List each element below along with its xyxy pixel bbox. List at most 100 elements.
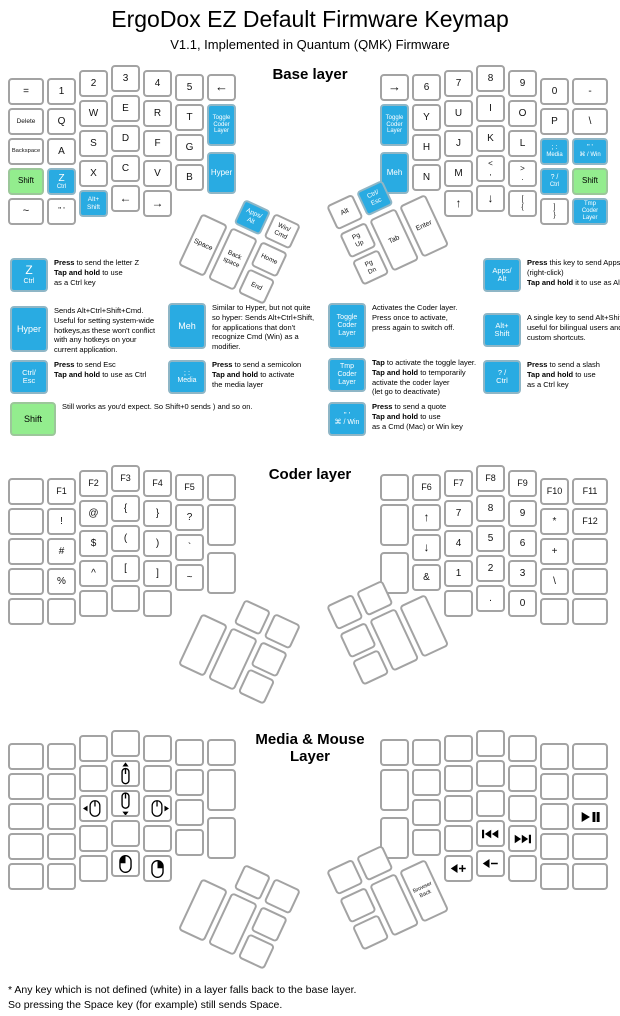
key-label: Coder xyxy=(213,121,230,128)
key-label: ? / xyxy=(550,174,559,182)
key-label: S xyxy=(90,137,97,149)
key-label: ; : xyxy=(183,367,191,377)
key-label: Ctrl/ xyxy=(22,367,36,377)
key-label: Esc xyxy=(22,376,36,385)
coder-key-L-r3-c2: ^ xyxy=(79,560,108,587)
coder-key-L-r2-c2: $ xyxy=(79,530,108,557)
footnote-line-1: * Any key which is not defined (white) i… xyxy=(8,984,357,996)
key-label: ↓ xyxy=(423,539,430,554)
key-label: 4 xyxy=(455,537,462,549)
coder-key-L-r0-c6 xyxy=(207,474,236,501)
prev-track-icon xyxy=(482,828,499,840)
key-label: Hyper xyxy=(16,323,41,334)
coder-key-R-r2-c3: 5 xyxy=(476,525,505,552)
key-label: H xyxy=(422,141,431,153)
media-key-R-r3-c3 xyxy=(476,820,505,847)
coder-key-R-r2-c1: ↓ xyxy=(412,534,441,561)
key-label: Coder xyxy=(337,371,357,379)
key-label: F3 xyxy=(120,473,131,484)
base-key-R-r2-c1: H xyxy=(412,134,441,161)
key-label: ) xyxy=(155,537,160,549)
key-label: \ xyxy=(588,115,592,127)
key-label: 4 xyxy=(154,77,161,89)
coder-key-R-r0-c3: F8 xyxy=(476,465,505,492)
base-key-L-r2-c0: Backspace xyxy=(8,138,44,165)
base-key-L-r3-c5: B xyxy=(175,164,204,191)
key-label: { xyxy=(521,203,524,211)
coder-key-R-r3-c5: \ xyxy=(540,568,569,595)
base-key-R-r3-c4: >. xyxy=(508,160,537,187)
base-key-R-tall2: Meh xyxy=(380,152,409,194)
media-key-L-r1-c5 xyxy=(175,769,204,796)
coder-key-R-r2-c2: 4 xyxy=(444,530,473,557)
coder-key-R-r3-c4: 3 xyxy=(508,560,537,587)
legend-key: Apps/Alt xyxy=(483,258,521,292)
coder-key-R-r1-c3: 8 xyxy=(476,495,505,522)
key-label: F10 xyxy=(546,486,563,497)
key-label: N xyxy=(422,171,431,183)
key-label: = xyxy=(23,85,29,97)
coder-key-L-r0-c2: F2 xyxy=(79,470,108,497)
coder-key-L-r4-c2 xyxy=(79,590,108,617)
media-key-L-r4-c1 xyxy=(47,863,76,890)
coder-key-R-r1-c4: 9 xyxy=(508,500,537,527)
key-label: Apps/ xyxy=(492,265,512,275)
key-label: } xyxy=(155,507,160,519)
key-label: # xyxy=(58,545,65,557)
media-key-R-r1-c3 xyxy=(476,760,505,787)
media-layer-title: Media & Mouse Layer xyxy=(255,731,365,765)
base-key-R-r4-c5: ]} xyxy=(540,198,569,225)
key-label: Z xyxy=(58,172,65,184)
base-key-R-r3-c3: <, xyxy=(476,155,505,182)
key-label: ← xyxy=(215,79,228,95)
key-label: F6 xyxy=(421,482,432,493)
media-key-L-r2-c0 xyxy=(8,803,44,830)
coder-key-R-r4-c3: . xyxy=(476,585,505,612)
key-label: ? xyxy=(186,511,193,523)
legend-text: Press to send the letter Z Tap and hold … xyxy=(54,258,140,287)
media-key-L-r4-c2 xyxy=(79,855,108,882)
media-key-L-r1-c1 xyxy=(47,773,76,800)
key-label: Toggle xyxy=(385,114,404,121)
key-label: Layer xyxy=(338,378,356,386)
base-key-R-r2-c4: L xyxy=(508,130,537,157)
key-label: Meh xyxy=(386,167,403,177)
media-key-L-r3-c4 xyxy=(143,825,172,852)
coder-key-L-r2-c0 xyxy=(8,538,44,565)
page-subtitle: V1.1, Implemented in Quantum (QMK) Firmw… xyxy=(170,37,450,52)
coder-key-R-r4-c5 xyxy=(540,598,569,625)
media-key-L-r1-c4 xyxy=(143,765,172,792)
key-label: 5 xyxy=(186,81,193,93)
base-key-R-r2-c5: ; :Media xyxy=(540,138,569,165)
legend-text: Still works as you'd expect. So Shift+0 … xyxy=(62,402,253,411)
coder-key-L-r0-c1: F1 xyxy=(47,478,76,505)
key-label: ; : xyxy=(551,144,558,152)
key-label: 6 xyxy=(423,81,430,93)
base-key-R-r1-c4: O xyxy=(508,100,537,127)
base-key-L-r0-c5: 5 xyxy=(175,74,204,101)
coder-key-L-r0-c3: F3 xyxy=(111,465,140,492)
coder-key-L-r3-c5: ~ xyxy=(175,564,204,591)
key-label: ^ xyxy=(91,567,96,579)
media-key-R-r1-c4 xyxy=(508,765,537,792)
key-label: B xyxy=(186,171,193,183)
base-key-L-r2-c1: A xyxy=(47,138,76,165)
coder-key-L-r2-c1: # xyxy=(47,538,76,565)
key-label: Ctrl xyxy=(56,183,67,190)
base-key-L-r1-c3: E xyxy=(111,95,140,122)
key-label: 9 xyxy=(519,77,526,89)
base-key-R-r4-c2: ↑ xyxy=(444,190,473,217)
key-label: > xyxy=(520,163,525,173)
coder-key-R-r0-c6: F11 xyxy=(572,478,608,505)
key-label: I xyxy=(489,102,492,114)
coder-key-L-r4-c4 xyxy=(143,590,172,617)
coder-key-L-r4-c0 xyxy=(8,598,44,625)
coder-key-R-r3-c1: & xyxy=(412,564,441,591)
key-label: - xyxy=(588,85,592,97)
legend-key: " '⌘ / Win xyxy=(328,402,366,436)
